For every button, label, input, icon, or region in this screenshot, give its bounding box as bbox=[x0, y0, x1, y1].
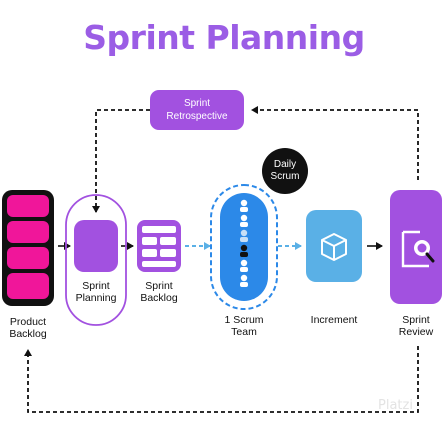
daily-scrum-label-1: Daily bbox=[273, 159, 297, 170]
loop-review-to-retro bbox=[251, 106, 419, 180]
page-title: Sprint Planning bbox=[83, 18, 365, 57]
sprint-planning-label: Sprint Planning bbox=[66, 280, 126, 304]
scrum-team-label-1: 1 Scrum bbox=[224, 314, 264, 326]
sprint-review-node bbox=[390, 190, 442, 304]
stacked-blocks-icon bbox=[2, 190, 54, 306]
platzi-watermark: Platzi bbox=[378, 398, 413, 413]
loop-retro-to-planning bbox=[92, 109, 150, 213]
sprint-review-label: Sprint Review bbox=[388, 314, 444, 338]
increment-label: Increment bbox=[310, 314, 358, 326]
scrum-team-label-2: Team bbox=[231, 326, 257, 338]
sprint-backlog-label: Sprint Backlog bbox=[130, 280, 188, 304]
sprint-retrospective-label-2: Retrospective bbox=[166, 111, 228, 122]
box-icon bbox=[321, 233, 347, 261]
increment-node bbox=[306, 210, 362, 282]
sprint-review-label-1: Sprint bbox=[402, 314, 430, 326]
sprint-planning-label-2: Planning bbox=[75, 292, 117, 304]
daily-scrum-label-2: Scrum bbox=[270, 171, 300, 182]
sprint-backlog-label-1: Sprint bbox=[145, 280, 173, 292]
sprint-planning-node bbox=[65, 194, 127, 326]
sprint-retrospective-node: Sprint Retrospective bbox=[150, 90, 244, 130]
loop-review-to-product-backlog bbox=[24, 346, 419, 413]
scrum-team-node bbox=[210, 184, 278, 310]
task-board-icon bbox=[137, 220, 181, 272]
daily-scrum-node: Daily Scrum bbox=[262, 148, 308, 194]
product-backlog-label-1: Product bbox=[9, 316, 47, 328]
magnifier-document-icon bbox=[401, 230, 435, 268]
product-backlog-label: Product Backlog bbox=[0, 316, 56, 340]
product-backlog-label-2: Backlog bbox=[9, 328, 47, 340]
sprint-backlog-label-2: Backlog bbox=[140, 292, 178, 304]
people-icon bbox=[240, 199, 248, 287]
sprint-retrospective-label-1: Sprint bbox=[183, 98, 211, 109]
scrum-team-label: 1 Scrum Team bbox=[212, 314, 276, 338]
sprint-review-label-2: Review bbox=[398, 326, 434, 338]
sprint-planning-label-1: Sprint bbox=[82, 280, 110, 292]
